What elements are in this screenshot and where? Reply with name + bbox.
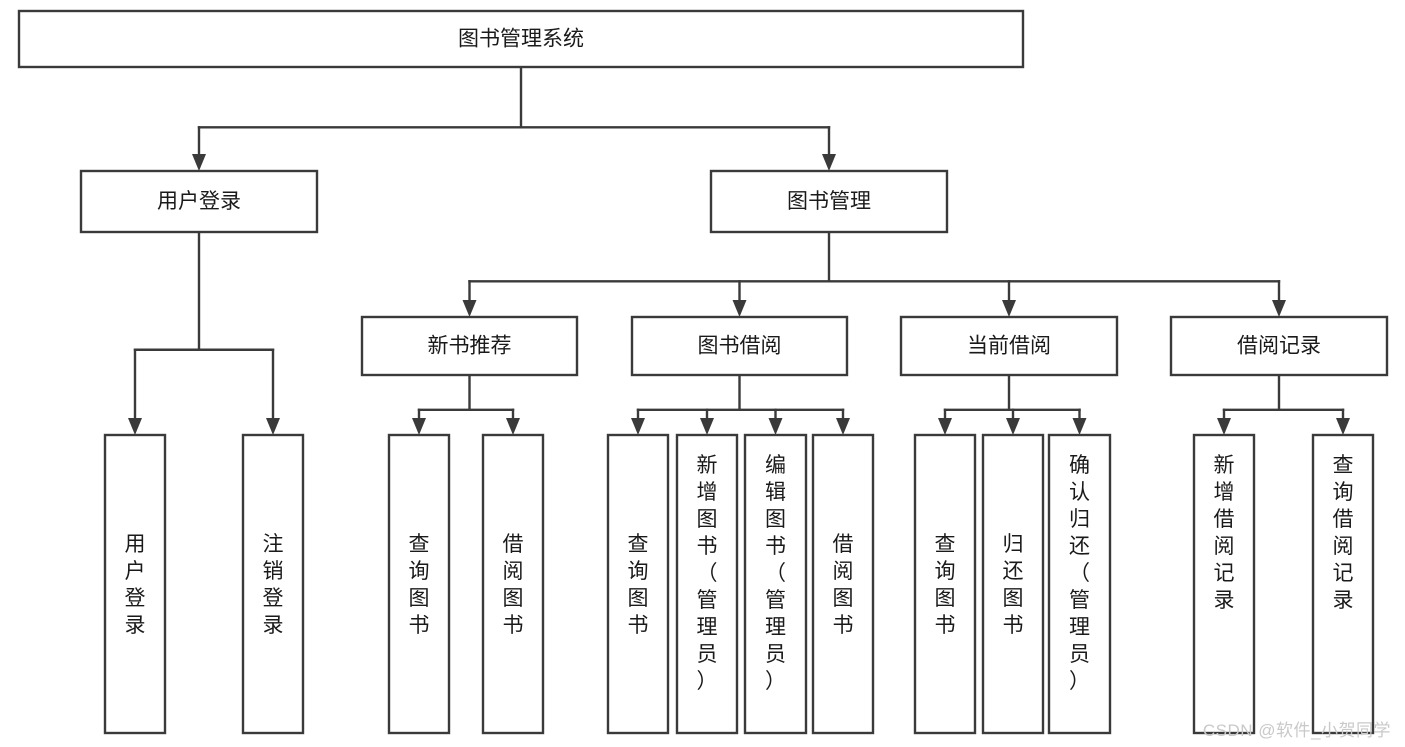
node-label-root: 图书管理系统 bbox=[458, 28, 584, 51]
arrow-head-icon bbox=[1217, 418, 1231, 435]
connector-group-user-login bbox=[128, 230, 280, 435]
arrow-head-icon bbox=[822, 154, 836, 171]
arrow-head-icon bbox=[462, 300, 477, 317]
node-label-leaf-borrow-book: 借阅图书 bbox=[833, 533, 854, 637]
node-label-current-borrow: 当前借阅 bbox=[967, 335, 1051, 358]
node-label-leaf-logout: 注销登录 bbox=[263, 533, 284, 637]
node-box-book-management[interactable] bbox=[709, 169, 949, 234]
node-book-borrow[interactable]: 图书借阅 bbox=[630, 315, 849, 377]
node-leaf-user-login[interactable]: 用户登录 bbox=[103, 433, 167, 735]
node-box-leaf-query-book-rec[interactable] bbox=[387, 433, 451, 735]
arrow-head-icon bbox=[266, 418, 280, 435]
node-box-current-borrow[interactable] bbox=[899, 315, 1119, 377]
node-label-book-borrow: 图书借阅 bbox=[698, 335, 782, 358]
arrow-head-icon bbox=[1272, 300, 1286, 317]
node-box-leaf-query-book-borrow[interactable] bbox=[606, 433, 670, 735]
arrow-head-icon bbox=[938, 418, 952, 435]
node-box-leaf-confirm-return-admin[interactable] bbox=[1047, 433, 1112, 735]
node-box-leaf-query-book-current[interactable] bbox=[913, 433, 977, 735]
node-label-leaf-confirm-return-admin: 确认归还（管理员） bbox=[1069, 454, 1090, 693]
arrow-head-icon bbox=[192, 154, 206, 171]
node-label-new-book-recommend: 新书推荐 bbox=[428, 335, 512, 358]
node-box-borrow-records[interactable] bbox=[1169, 315, 1389, 377]
node-box-leaf-borrow-book-rec[interactable] bbox=[481, 433, 545, 735]
node-label-leaf-query-book-borrow: 查询图书 bbox=[628, 533, 649, 637]
node-box-leaf-user-login[interactable] bbox=[103, 433, 167, 735]
node-leaf-query-book-current[interactable]: 查询图书 bbox=[913, 433, 977, 735]
node-leaf-confirm-return-admin[interactable]: 确认归还（管理员） bbox=[1047, 433, 1112, 735]
node-box-root[interactable] bbox=[17, 9, 1025, 69]
connector-group-book-management bbox=[462, 230, 1286, 317]
node-label-leaf-add-book-admin: 新增图书（管理员） bbox=[697, 454, 718, 693]
arrow-head-icon bbox=[768, 418, 783, 435]
arrow-head-icon bbox=[836, 418, 850, 435]
node-user-login[interactable]: 用户登录 bbox=[79, 169, 319, 234]
node-borrow-records[interactable]: 借阅记录 bbox=[1169, 315, 1389, 377]
node-box-book-borrow[interactable] bbox=[630, 315, 849, 377]
arrow-head-icon bbox=[506, 418, 520, 435]
node-label-leaf-query-book-rec: 查询图书 bbox=[409, 533, 430, 637]
node-leaf-return-book[interactable]: 归还图书 bbox=[981, 433, 1045, 735]
node-label-leaf-query-borrow-record: 查询借阅记录 bbox=[1333, 454, 1354, 612]
arrow-head-icon bbox=[128, 418, 142, 435]
node-leaf-query-borrow-record[interactable]: 查询借阅记录 bbox=[1311, 433, 1375, 735]
node-leaf-query-book-borrow[interactable]: 查询图书 bbox=[606, 433, 670, 735]
node-label-leaf-borrow-book-rec: 借阅图书 bbox=[503, 533, 524, 637]
arrow-head-icon bbox=[412, 418, 426, 435]
node-root[interactable]: 图书管理系统 bbox=[17, 9, 1025, 69]
node-box-leaf-edit-book-admin[interactable] bbox=[743, 433, 808, 735]
node-leaf-logout[interactable]: 注销登录 bbox=[241, 433, 305, 735]
arrow-head-icon bbox=[1002, 300, 1016, 317]
node-leaf-query-book-rec[interactable]: 查询图书 bbox=[387, 433, 451, 735]
node-label-borrow-records: 借阅记录 bbox=[1237, 335, 1321, 358]
node-label-user-login: 用户登录 bbox=[157, 190, 241, 213]
connector-group-borrow-records bbox=[1217, 373, 1350, 435]
node-leaf-edit-book-admin[interactable]: 编辑图书（管理员） bbox=[743, 433, 808, 735]
csdn-watermark: CSDN @软件_小贺同学 bbox=[1202, 721, 1391, 740]
node-box-leaf-return-book[interactable] bbox=[981, 433, 1045, 735]
node-leaf-add-book-admin[interactable]: 新增图书（管理员） bbox=[675, 433, 739, 735]
node-book-management[interactable]: 图书管理 bbox=[709, 169, 949, 234]
node-box-leaf-borrow-book[interactable] bbox=[811, 433, 875, 735]
arrow-head-icon bbox=[631, 418, 645, 435]
node-label-leaf-add-borrow-record: 新增借阅记录 bbox=[1214, 454, 1235, 612]
node-box-user-login[interactable] bbox=[79, 169, 319, 234]
arrow-head-icon bbox=[1072, 418, 1087, 435]
node-box-leaf-query-borrow-record[interactable] bbox=[1311, 433, 1375, 735]
node-current-borrow[interactable]: 当前借阅 bbox=[899, 315, 1119, 377]
arrow-head-icon bbox=[732, 300, 747, 317]
arrow-head-icon bbox=[1336, 418, 1350, 435]
node-leaf-borrow-book[interactable]: 借阅图书 bbox=[811, 433, 875, 735]
node-box-new-book-recommend[interactable] bbox=[360, 315, 579, 377]
node-box-leaf-add-book-admin[interactable] bbox=[675, 433, 739, 735]
node-leaf-borrow-book-rec[interactable]: 借阅图书 bbox=[481, 433, 545, 735]
node-new-book-recommend[interactable]: 新书推荐 bbox=[360, 315, 579, 377]
node-label-leaf-query-book-current: 查询图书 bbox=[935, 533, 956, 637]
node-leaf-add-borrow-record[interactable]: 新增借阅记录 bbox=[1192, 433, 1256, 735]
node-label-book-management: 图书管理 bbox=[787, 190, 871, 213]
node-box-leaf-logout[interactable] bbox=[241, 433, 305, 735]
node-label-leaf-user-login: 用户登录 bbox=[125, 533, 146, 637]
arrow-head-icon bbox=[700, 418, 714, 435]
node-box-leaf-add-borrow-record[interactable] bbox=[1192, 433, 1256, 735]
connector-group-root bbox=[192, 65, 836, 171]
node-label-leaf-return-book: 归还图书 bbox=[1003, 533, 1024, 637]
connector-group-book-borrow bbox=[631, 373, 850, 435]
arrow-head-icon bbox=[1006, 418, 1020, 435]
node-label-leaf-edit-book-admin: 编辑图书（管理员） bbox=[765, 454, 786, 693]
connectors-layer bbox=[128, 65, 1350, 435]
connector-group-current-borrow bbox=[938, 373, 1087, 435]
connector-group-new-book-recommend bbox=[412, 373, 520, 435]
nodes-layer: 图书管理系统用户登录图书管理新书推荐图书借阅当前借阅借阅记录用户登录注销登录查询… bbox=[17, 9, 1389, 735]
